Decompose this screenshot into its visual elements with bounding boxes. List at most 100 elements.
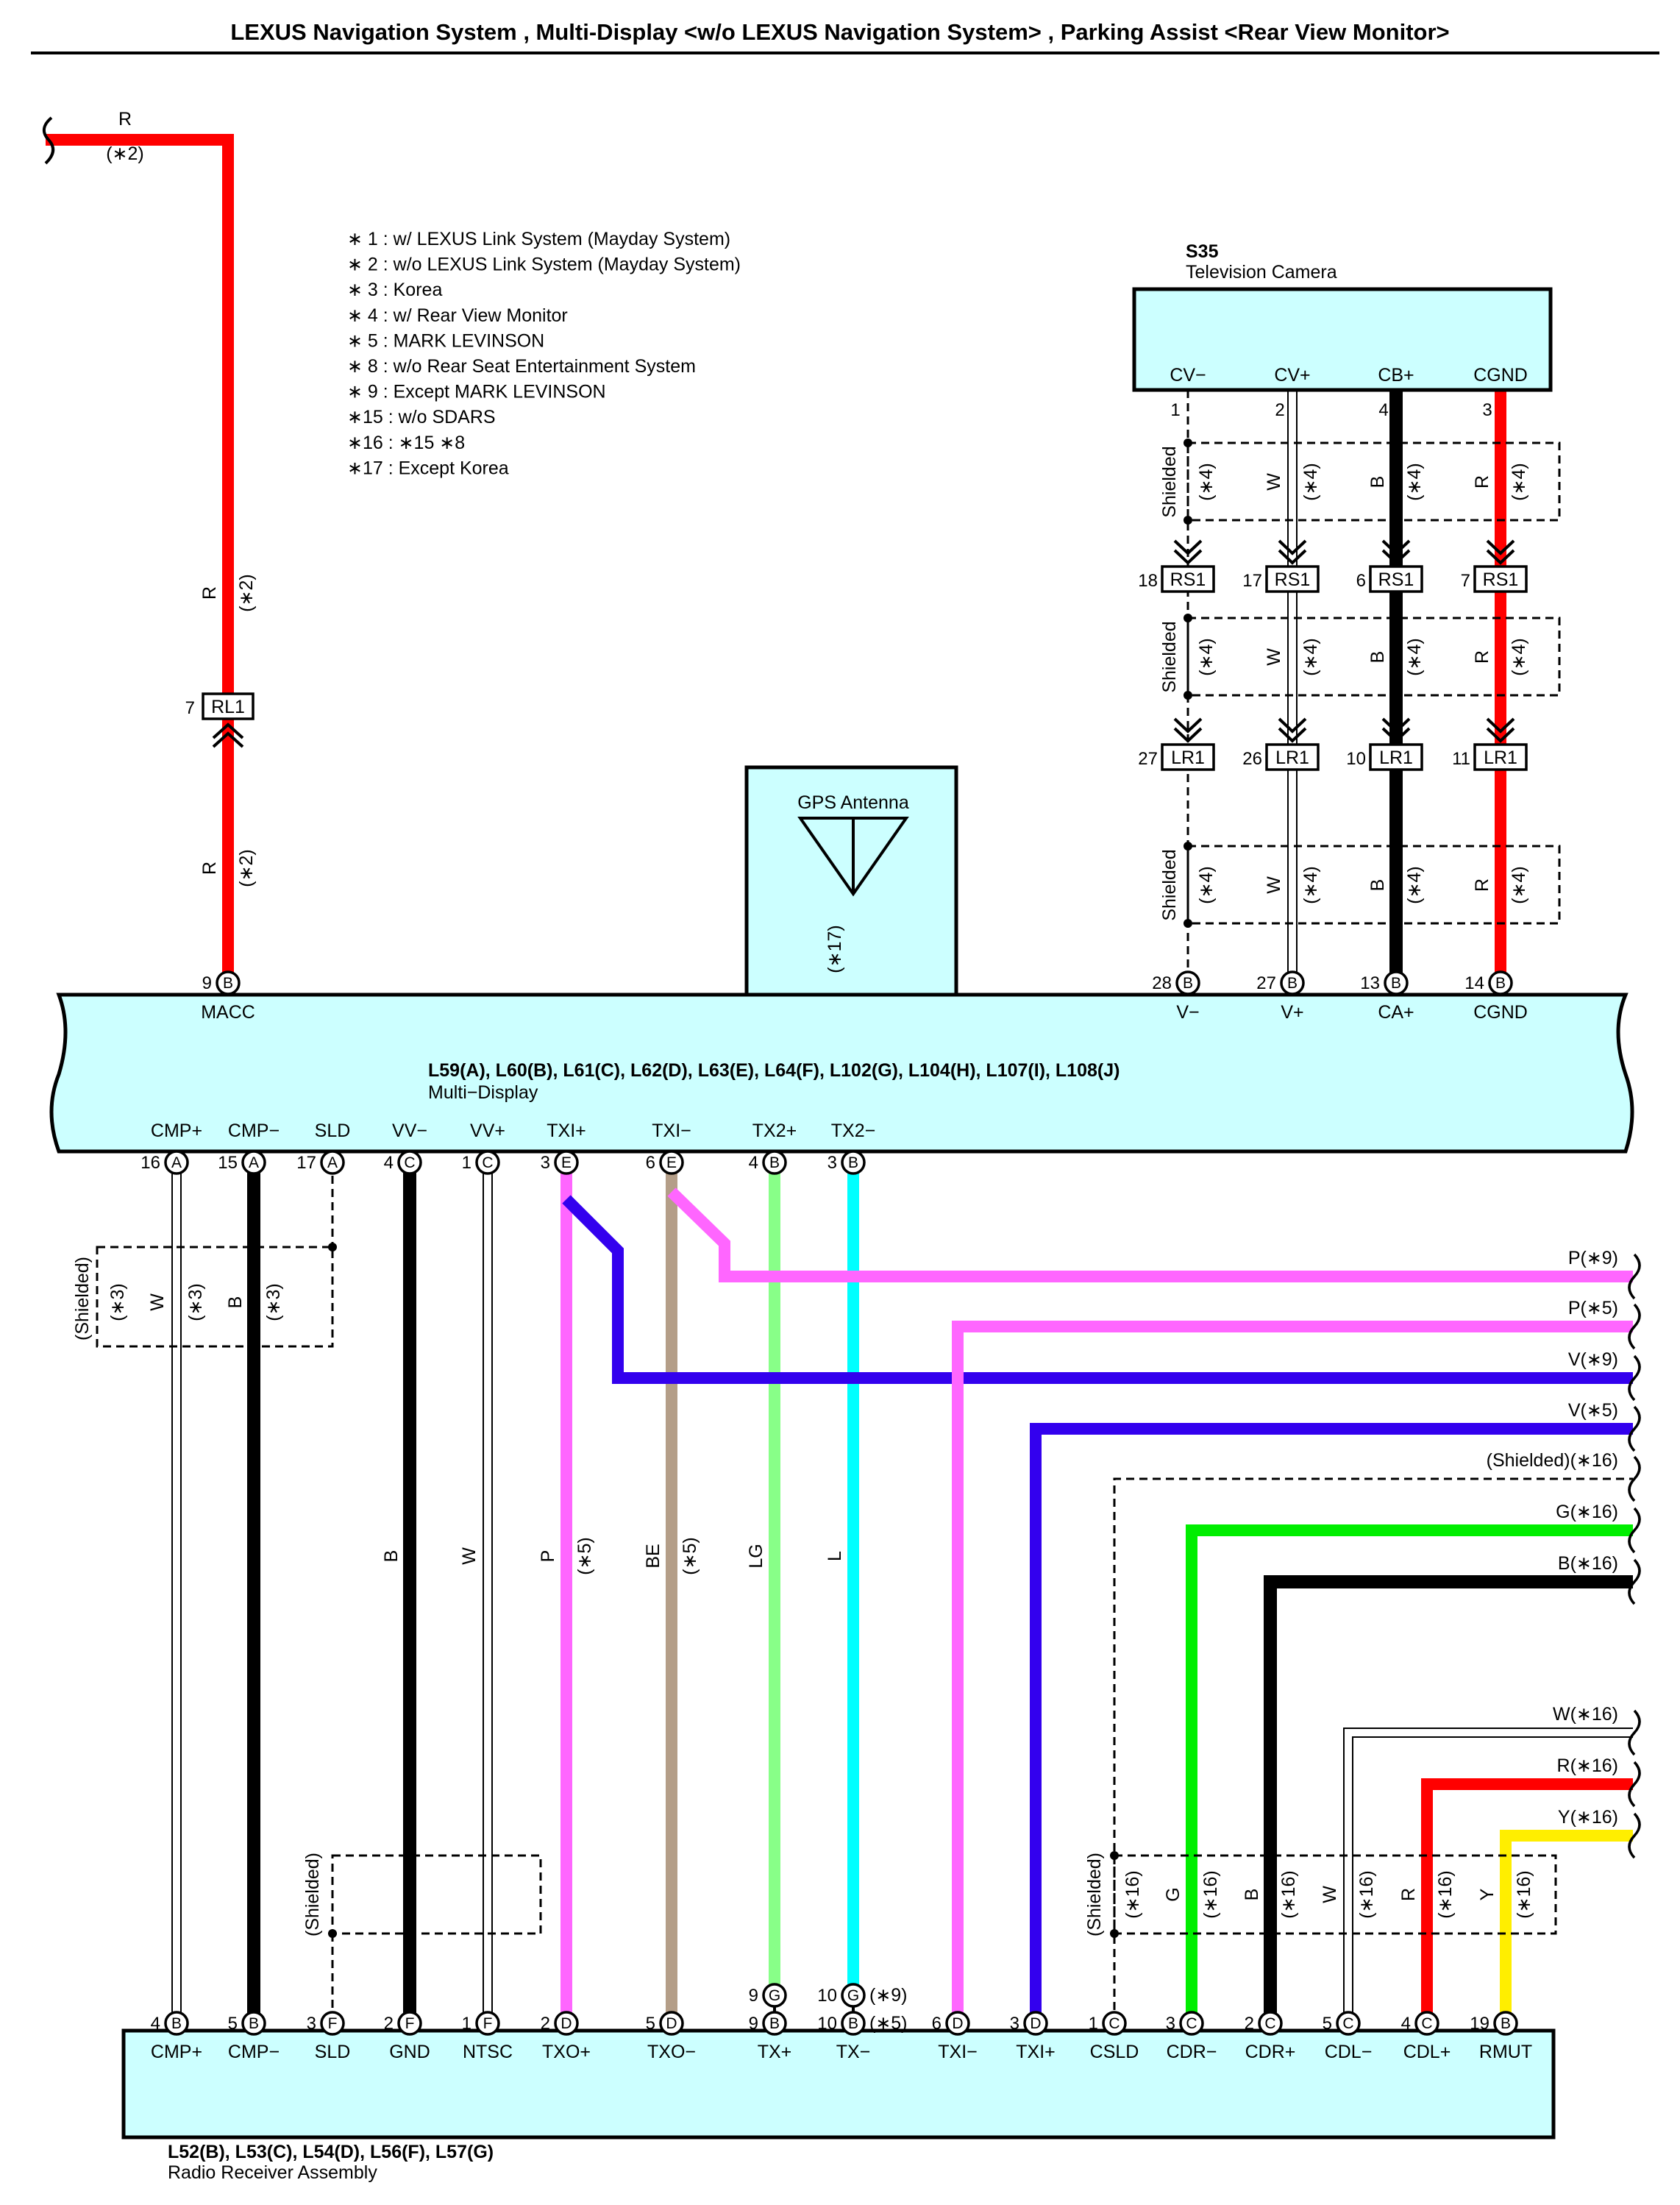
wire-color-label: R bbox=[1472, 878, 1492, 892]
radio-pin-label: TXI+ bbox=[1016, 2042, 1056, 2062]
svg-text:CMP−: CMP− bbox=[228, 1121, 280, 1141]
wire-cond-label: (∗4) bbox=[1404, 866, 1425, 904]
camera-name: Television Camera bbox=[1186, 262, 1337, 283]
svg-text:L: L bbox=[825, 1551, 845, 1561]
svg-text:W: W bbox=[1320, 1886, 1340, 1903]
title-rule bbox=[31, 52, 1659, 54]
svg-text:CB+: CB+ bbox=[1378, 365, 1414, 386]
svg-text:RS1: RS1 bbox=[1170, 569, 1206, 590]
radio-pin-label: TXI− bbox=[938, 2042, 978, 2062]
wire-cond-label: (∗4) bbox=[1300, 638, 1321, 676]
svg-text:4: 4 bbox=[384, 1153, 394, 1173]
svg-text:CGND: CGND bbox=[1473, 1002, 1528, 1023]
svg-text:9: 9 bbox=[749, 1986, 758, 2006]
svg-text:(∗3): (∗3) bbox=[263, 1283, 284, 1321]
svg-text:VV−: VV− bbox=[392, 1121, 427, 1141]
svg-text:1: 1 bbox=[462, 1153, 471, 1173]
right-wire-label: R(∗16) bbox=[1557, 1755, 1618, 1776]
svg-text:(∗16): (∗16) bbox=[1356, 1870, 1377, 1918]
radio-receiver-box bbox=[121, 2028, 1556, 2140]
svg-text:(∗9): (∗9) bbox=[869, 1985, 908, 2006]
note-line: ∗ 1 : w/ LEXUS Link System (Mayday Syste… bbox=[347, 229, 730, 249]
radio-pin-conn: F bbox=[405, 2015, 415, 2032]
note-line: ∗ 9 : Except MARK LEVINSON bbox=[347, 382, 606, 402]
note-line: ∗15 : w/o SDARS bbox=[347, 407, 496, 427]
wires bbox=[43, 116, 1641, 2023]
right-wire-label: V(∗5) bbox=[1568, 1400, 1618, 1421]
svg-text:14: 14 bbox=[1464, 973, 1484, 993]
svg-text:27: 27 bbox=[1138, 749, 1158, 769]
radio-pin-conn: F bbox=[483, 2015, 493, 2032]
wire-cond-label: (∗4) bbox=[1196, 463, 1217, 501]
svg-text:1: 1 bbox=[1170, 400, 1180, 420]
right-wire-label: P(∗9) bbox=[1568, 1248, 1618, 1268]
wire-y-16 bbox=[1500, 1830, 1633, 2023]
md-bottom-pins: CMP+ CMP− SLD VV− VV+ TXI+ TXI− TX2+ TX2… bbox=[140, 1121, 875, 1175]
svg-text:G: G bbox=[847, 1987, 859, 2004]
svg-text:(Shielded): (Shielded) bbox=[72, 1257, 93, 1341]
svg-text:7: 7 bbox=[1461, 571, 1470, 591]
right-wire-label: G(∗16) bbox=[1556, 1502, 1618, 1522]
svg-text:LR1: LR1 bbox=[1484, 748, 1517, 768]
svg-text:11: 11 bbox=[1452, 749, 1470, 769]
svg-text:2: 2 bbox=[1275, 400, 1284, 420]
radio-pin-label: CMP+ bbox=[151, 2042, 202, 2062]
svg-text:(∗16): (∗16) bbox=[1200, 1870, 1221, 1918]
radio-pin-label: TX− bbox=[836, 2042, 871, 2062]
radio-pin-label: CDR+ bbox=[1245, 2042, 1296, 2062]
rl1-code: RL1 bbox=[211, 697, 245, 717]
wire-r-16 bbox=[1421, 1778, 1633, 2023]
radio-pin-label: TX+ bbox=[758, 2042, 792, 2062]
wire-color-label: B bbox=[1367, 651, 1388, 664]
radio-pin-conn: C bbox=[1342, 2015, 1353, 2032]
svg-text:17: 17 bbox=[1242, 571, 1262, 591]
svg-text:R: R bbox=[199, 862, 220, 875]
svg-text:(∗5): (∗5) bbox=[680, 1537, 700, 1575]
wire-cond-label: (∗4) bbox=[1196, 866, 1217, 904]
radio-pin-label: SLD bbox=[315, 2042, 351, 2062]
svg-text:B: B bbox=[769, 1154, 780, 1171]
note-line: ∗ 3 : Korea bbox=[347, 280, 442, 300]
camera-code: S35 bbox=[1186, 241, 1219, 262]
svg-text:17: 17 bbox=[296, 1153, 316, 1173]
radio-pin-num: 4 bbox=[1401, 2014, 1411, 2034]
radio-pin-conn: C bbox=[1421, 2015, 1432, 2032]
svg-text:TXI−: TXI− bbox=[652, 1121, 691, 1141]
note-line: ∗ 5 : MARK LEVINSON bbox=[347, 330, 544, 351]
svg-text:6: 6 bbox=[1356, 571, 1366, 591]
radio-pin-num: 3 bbox=[1166, 2014, 1175, 2034]
pins: CV− CV+ CB+ CGND 1 2 4 3 B B B B B 9 28 … bbox=[140, 365, 1532, 2062]
svg-text:P: P bbox=[538, 1550, 558, 1563]
wire-cond-label: (∗4) bbox=[1509, 866, 1529, 904]
wire-color-label: B bbox=[1367, 476, 1388, 489]
svg-text:CV−: CV− bbox=[1170, 365, 1206, 386]
svg-text:A: A bbox=[327, 1154, 338, 1171]
svg-text:16: 16 bbox=[140, 1153, 160, 1173]
svg-text:RS1: RS1 bbox=[1275, 569, 1311, 590]
labels: R (∗2) R (∗2) R (∗2) ∗ 1 : w/ LEXUS Link… bbox=[72, 109, 1618, 2183]
svg-text:G: G bbox=[1163, 1887, 1184, 1901]
wire-w-16 bbox=[1345, 1729, 1633, 2023]
radio-pin-conn: B bbox=[848, 2015, 858, 2032]
radio-pin-conn: C bbox=[1186, 2015, 1197, 2032]
radio-pin-conn: D bbox=[952, 2015, 963, 2032]
wire-color-label: R bbox=[1472, 475, 1492, 489]
wire-color-label: W bbox=[1264, 876, 1284, 894]
inline-connectors: 7 RL1 RS1 RS1 RS1 RS1 18 17 6 7 LR1 LR1 … bbox=[185, 539, 1528, 771]
radio-pin-circle bbox=[1179, 2011, 1204, 2036]
svg-text:3: 3 bbox=[541, 1153, 550, 1173]
svg-text:9: 9 bbox=[202, 973, 212, 993]
svg-text:3: 3 bbox=[1482, 400, 1492, 420]
svg-text:B: B bbox=[1391, 975, 1401, 992]
radio-pin-label: RMUT bbox=[1479, 2042, 1532, 2062]
radio-pin-circle bbox=[1023, 2011, 1048, 2036]
svg-text:G: G bbox=[769, 1987, 780, 2004]
right-wire-label: V(∗9) bbox=[1568, 1349, 1618, 1370]
svg-text:(∗16): (∗16) bbox=[1514, 1870, 1534, 1918]
radio-pin-circle bbox=[397, 2011, 422, 2036]
right-wire-labels: P(∗9)P(∗5)V(∗9)V(∗5)(Shielded)(∗16)G(∗16… bbox=[1487, 1248, 1618, 1828]
wire-color-label: Shielded bbox=[1159, 621, 1180, 692]
svg-text:A: A bbox=[249, 1154, 259, 1171]
wire-g-16 bbox=[1186, 1524, 1633, 2023]
